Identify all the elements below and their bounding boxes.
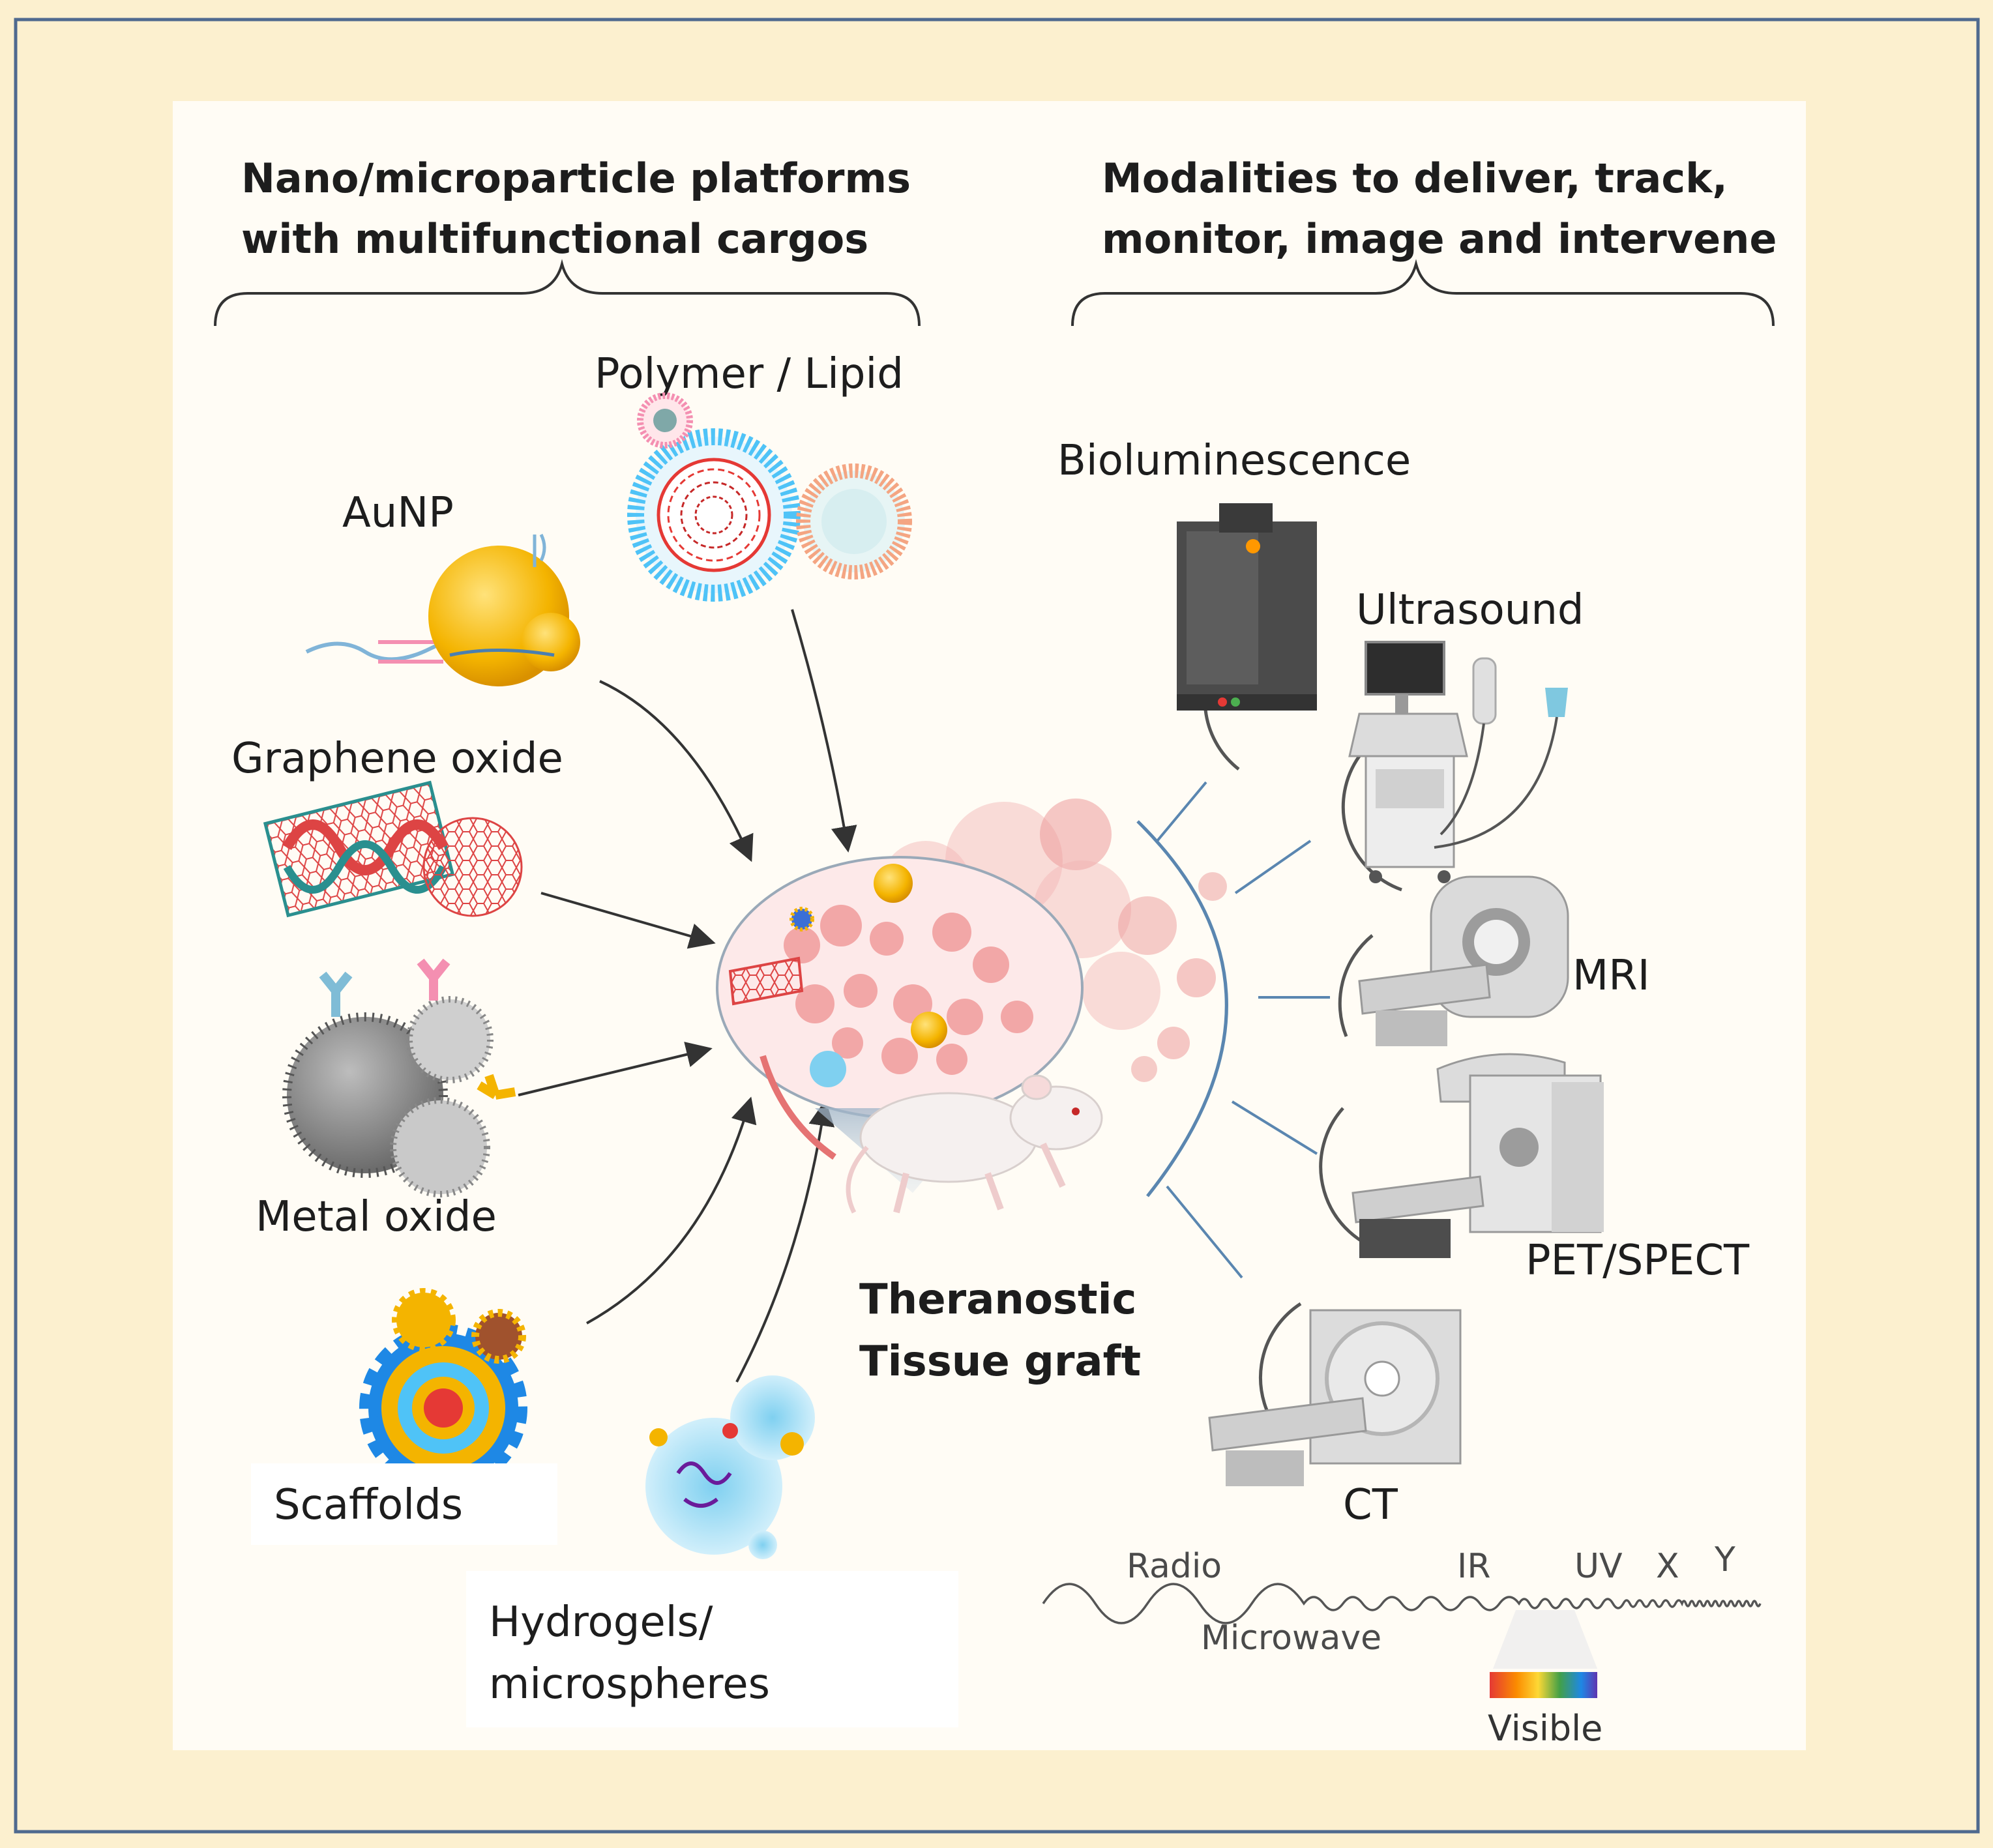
- arrow-metal-oxide: [518, 1042, 713, 1096]
- modalities-header-line1: Modalities to deliver, track,: [1102, 154, 1728, 202]
- hydrogel-microsphere-icon: [645, 1375, 815, 1559]
- arrow-scaffold: [586, 1096, 757, 1325]
- ir-label: IR: [1457, 1547, 1490, 1586]
- visible-window: [1493, 1610, 1597, 1669]
- modality-connector-arc: [1136, 820, 1228, 1197]
- scaffold-icon: [359, 1288, 527, 1492]
- bioluminescence-imager-icon: [1177, 503, 1317, 770]
- visible-color-bar: [1490, 1672, 1597, 1698]
- hydrogels-label-line1: Hydrogels/: [489, 1598, 713, 1647]
- mri-label: MRI: [1572, 952, 1650, 1000]
- graphene-oxide-label: Graphene oxide: [231, 735, 563, 783]
- scaffolds-label-box: [251, 1463, 557, 1545]
- connector-bioluminescence: [1156, 781, 1207, 842]
- modalities-brace: [1071, 259, 1775, 327]
- connector-ct: [1166, 1185, 1243, 1279]
- gamma-label: Y: [1714, 1540, 1735, 1579]
- ct-label: CT: [1343, 1481, 1398, 1529]
- ct-scanner-icon: [1208, 1302, 1462, 1486]
- x-ray-label: X: [1656, 1547, 1679, 1586]
- theranostic-title-line1: Theranostic: [859, 1276, 1136, 1324]
- modality-connectors: [1156, 781, 1330, 1279]
- ultrasound-machine-icon: [1341, 641, 1568, 892]
- platforms-brace: [214, 259, 921, 327]
- delivery-arrows: [518, 609, 857, 1383]
- mri-scanner-icon: [1338, 875, 1569, 1046]
- visible-label: Visible: [1488, 1708, 1602, 1749]
- pet-spect-label: PET/SPECT: [1526, 1237, 1750, 1285]
- modalities-header-line2: monitor, image and intervene: [1102, 215, 1777, 263]
- em-spectrum-wave-icon: [1042, 1583, 1762, 1698]
- uv-label: UV: [1574, 1547, 1623, 1586]
- hydrogels-label-line2: microspheres: [489, 1660, 770, 1709]
- microwave-label: Microwave: [1201, 1619, 1381, 1658]
- platforms-header-line2: with multifunctional cargos: [241, 215, 868, 263]
- pet-spect-scanner-icon: [1319, 1053, 1604, 1258]
- polymer-lipid-label: Polymer / Lipid: [595, 350, 904, 398]
- arrow-aunp: [599, 680, 754, 862]
- hydrogels-label-box: [466, 1571, 958, 1727]
- bioluminescence-label: Bioluminescence: [1057, 437, 1411, 485]
- polymer-lipid-particle-icon: [627, 392, 912, 602]
- theranostic-title-line2: Tissue graft: [859, 1338, 1141, 1386]
- gold-nanoparticle-icon: [305, 533, 580, 686]
- connector-ultrasound: [1234, 840, 1312, 894]
- platforms-header-line1: Nano/microparticle platforms: [241, 154, 911, 202]
- spectrum-wave: [1042, 1583, 1762, 1624]
- scaffolds-label: Scaffolds: [274, 1481, 463, 1529]
- mouse-icon: [846, 1074, 1103, 1214]
- ultrasound-label: Ultrasound: [1356, 586, 1584, 634]
- graphene-oxide-icon: [263, 780, 523, 918]
- arrow-graphene: [540, 892, 716, 949]
- radio-label: Radio: [1127, 1547, 1222, 1586]
- metal-oxide-label: Metal oxide: [256, 1193, 497, 1241]
- metal-oxide-particle-icon: [282, 958, 516, 1197]
- arrow-polymer: [791, 609, 857, 853]
- connector-pet: [1231, 1100, 1318, 1155]
- aunp-label: AuNP: [342, 489, 454, 537]
- outer-border: [14, 18, 1980, 1834]
